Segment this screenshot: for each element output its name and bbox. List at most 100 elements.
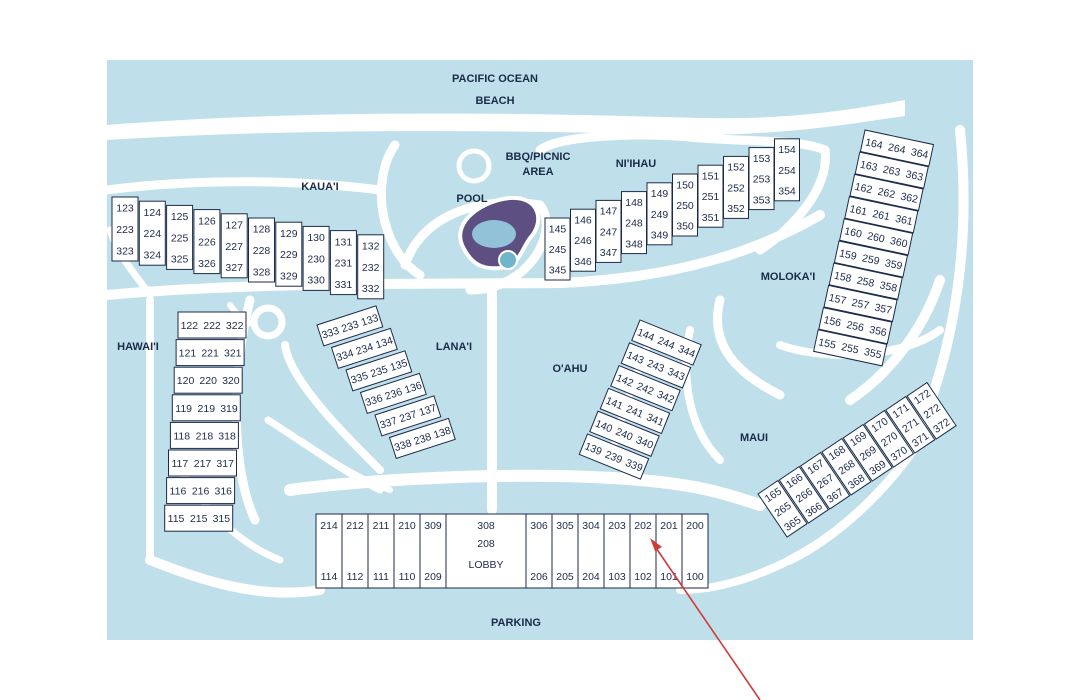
building-outline	[359, 372, 427, 415]
bbq-label-line1: BBQ/PICNIC	[506, 151, 571, 163]
unit-228: 228	[253, 245, 271, 257]
unit-262: 262	[877, 186, 897, 201]
unit-127: 127	[225, 219, 243, 231]
unit-348: 348	[625, 238, 643, 250]
ocean-label: PACIFIC OCEAN	[452, 73, 538, 85]
unit-221: 221	[201, 348, 219, 360]
unit-259: 259	[861, 252, 881, 267]
unit-200: 200	[686, 520, 704, 532]
unit-147: 147	[600, 206, 618, 218]
building-outline	[672, 173, 698, 237]
unit-345: 345	[549, 265, 567, 277]
unit-257: 257	[851, 297, 871, 312]
unit-138: 138	[432, 424, 453, 441]
building-outline	[275, 221, 303, 287]
unit-237: 237	[398, 408, 419, 425]
unit-219: 219	[198, 403, 216, 415]
building-outline	[828, 262, 903, 300]
building-outline	[859, 129, 935, 167]
unit-148: 148	[625, 197, 643, 209]
unit-145: 145	[549, 223, 567, 235]
building-outline	[610, 364, 681, 412]
unit-233: 233	[340, 318, 361, 335]
unit-230: 230	[307, 253, 325, 265]
unit-362: 362	[899, 191, 919, 206]
unit-315: 315	[213, 513, 231, 525]
unit-255: 255	[840, 341, 860, 356]
building-outline	[823, 284, 898, 323]
unit-320: 320	[222, 375, 240, 387]
unit-245: 245	[549, 244, 567, 256]
unit-223: 223	[116, 224, 134, 236]
unit-256: 256	[845, 319, 865, 334]
niihau-buildings: 1452453451462463461472473471482483481492…	[544, 138, 800, 281]
unit-316: 316	[215, 486, 233, 498]
building-outline	[620, 342, 692, 389]
unit-125: 125	[171, 211, 189, 223]
unit-152: 152	[727, 162, 745, 174]
unit-322: 322	[226, 320, 244, 332]
building-outline	[589, 410, 660, 457]
unit-132: 132	[362, 240, 380, 252]
building-outline	[166, 204, 194, 270]
building-outline	[599, 387, 671, 435]
unit-333: 333	[320, 325, 341, 342]
unit-329: 329	[280, 271, 298, 283]
unit-229: 229	[280, 249, 298, 261]
unit-150: 150	[676, 179, 694, 191]
unit-119: 119	[175, 403, 192, 415]
unit-160: 160	[843, 225, 863, 240]
unit-208: 208	[477, 538, 495, 550]
unit-118: 118	[173, 430, 190, 442]
unit-128: 128	[253, 224, 271, 236]
building-outline	[799, 451, 851, 510]
unit-212: 212	[346, 520, 364, 532]
building-119: 119 219 319	[171, 394, 241, 422]
building-outline	[854, 151, 929, 189]
unit-249: 249	[651, 209, 669, 221]
unit-135: 135	[389, 357, 410, 374]
unit-203: 203	[608, 520, 626, 532]
building-outline	[774, 138, 800, 202]
building-outline	[345, 350, 413, 392]
unit-317: 317	[216, 458, 234, 470]
unit-358: 358	[879, 279, 899, 294]
building-outline	[631, 319, 702, 366]
unit-357: 357	[873, 302, 893, 317]
lanai-label: LANA'I	[436, 341, 472, 353]
unit-222: 222	[203, 320, 221, 332]
unit-149: 149	[651, 188, 669, 200]
unit-354: 354	[778, 185, 796, 197]
unit-349: 349	[651, 229, 669, 241]
unit-164: 164	[864, 136, 884, 151]
kauai-buildings: 1232233231242243241252253251262263261272…	[111, 196, 385, 300]
building-outline	[646, 182, 673, 246]
unit-122: 122	[181, 320, 199, 332]
bbq-label-line2: AREA	[522, 166, 553, 178]
unit-116: 116	[170, 486, 187, 498]
building-outline	[329, 230, 357, 296]
building-outline	[177, 311, 247, 339]
unit-319: 319	[220, 403, 238, 415]
unit-209: 209	[424, 571, 442, 583]
